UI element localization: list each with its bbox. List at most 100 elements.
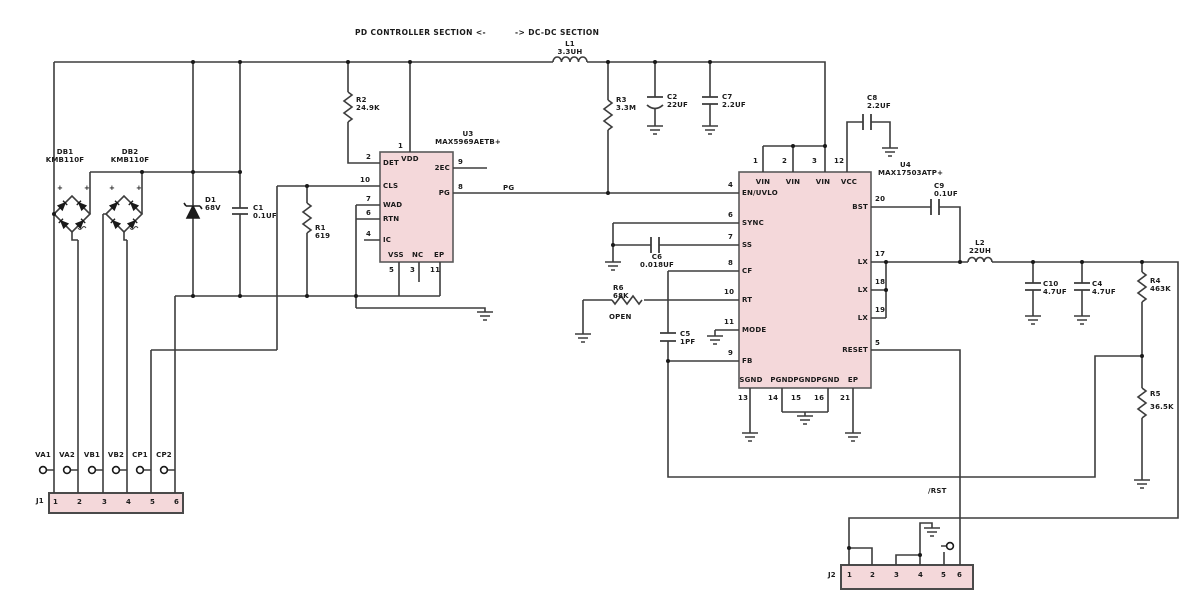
- u3-pin-num-cls: 10: [360, 176, 371, 184]
- bridge-DB2-symbol[interactable]: [104, 194, 144, 234]
- label-u4-part: MAX17503ATP+: [878, 169, 944, 177]
- j1-pin-3: 3: [102, 498, 108, 506]
- j2-pin-1: 1: [847, 571, 853, 579]
- label-c9-value: 0.1UF: [934, 190, 958, 198]
- u3-pin-num-ic: 4: [366, 230, 372, 238]
- inductor-L1-symbol[interactable]: [552, 56, 588, 63]
- capacitor-C10-symbol[interactable]: [1025, 282, 1041, 291]
- u4-pin-num-vin1: 1: [753, 157, 759, 165]
- resistor-R4-symbol[interactable]: [1136, 271, 1148, 303]
- wires: [47, 61, 1179, 565]
- label-c1-value: 0.1UF: [253, 212, 277, 220]
- inductor-L2-symbol[interactable]: [967, 256, 993, 263]
- label-r3-value: 3.3M: [616, 104, 637, 112]
- u3-ic-body[interactable]: [379, 151, 454, 263]
- u4-pin-label-pgnd2: PGND: [793, 376, 817, 384]
- label-c8-value: 2.2UF: [867, 102, 891, 110]
- label-r2-ref: R2: [356, 96, 367, 104]
- j2-connector-body[interactable]: [840, 564, 974, 590]
- u4-pin-num-fb: 9: [728, 349, 734, 357]
- u4-pin-label-vin2: VIN: [785, 178, 801, 186]
- u4-pin-num-pgnd3: 16: [814, 394, 825, 402]
- u3-pin-label-vss: VSS: [388, 251, 404, 259]
- u4-pin-num-rt: 10: [724, 288, 735, 296]
- u4-pin-num-sgnd: 13: [738, 394, 749, 402]
- label-r3-ref: R3: [616, 96, 627, 104]
- u4-pin-label-ss: SS: [742, 241, 753, 249]
- u3-pin-num-nc: 3: [410, 266, 416, 274]
- label-d1-ref: D1: [205, 196, 217, 204]
- resistor-R2-symbol[interactable]: [342, 91, 354, 123]
- testpoint-circles[interactable]: [38, 465, 955, 551]
- capacitor-C1-symbol[interactable]: [232, 207, 248, 215]
- j1-pin-6: 6: [174, 498, 180, 506]
- db1-plus-mark-right: +: [84, 184, 91, 192]
- label-c7-ref: C7: [722, 93, 733, 101]
- u4-pin-label-reset: RESET: [842, 346, 868, 354]
- u4-pin-label-lx3: LX: [857, 314, 868, 322]
- label-r5-value: 36.5K: [1150, 403, 1174, 411]
- u3-pin-num-vdd: 1: [398, 142, 404, 150]
- label-j1-ref: J1: [36, 497, 44, 505]
- capacitor-C4-symbol[interactable]: [1074, 282, 1090, 291]
- u4-pin-label-rt: RT: [742, 296, 753, 304]
- label-r4-ref: R4: [1150, 277, 1161, 285]
- u4-ic-body[interactable]: [738, 171, 872, 389]
- label-r2-value: 24.9K: [356, 104, 380, 112]
- capacitor-C8-symbol[interactable]: [862, 114, 872, 130]
- testpoint-label-cp1: CP1: [132, 451, 148, 459]
- u3-pin-num-ep: 11: [430, 266, 441, 274]
- u4-pin-num-vcc: 12: [834, 157, 845, 165]
- diode-D1-symbol[interactable]: [183, 202, 203, 219]
- u4-pin-label-pgnd1: PGND: [770, 376, 794, 384]
- resistor-R5-symbol[interactable]: [1136, 387, 1148, 419]
- capacitor-C7-symbol[interactable]: [702, 96, 718, 105]
- label-r4-value: 463K: [1150, 285, 1171, 293]
- u3-pin-label-vdd: VDD: [401, 155, 419, 163]
- db2-plus-mark-left: +: [109, 184, 116, 192]
- label-c5-ref: C5: [680, 330, 691, 338]
- j2-pin-2: 2: [870, 571, 876, 579]
- u3-pin-label-ep: EP: [434, 251, 445, 259]
- u4-pin-num-pgnd2: 15: [791, 394, 802, 402]
- label-c4-ref: C4: [1092, 280, 1103, 288]
- u4-pin-num-pgnd1: 14: [768, 394, 779, 402]
- bridge-DB1-symbol[interactable]: [52, 194, 92, 234]
- u4-pin-label-mode: MODE: [742, 326, 767, 334]
- capacitor-C9-symbol[interactable]: [930, 199, 940, 215]
- u4-pin-num-lx3: 19: [875, 306, 886, 314]
- u4-pin-num-sync: 6: [728, 211, 734, 219]
- label-r6-note: OPEN: [609, 313, 632, 321]
- u4-pin-label-ep: EP: [847, 376, 859, 384]
- resistor-R3-symbol[interactable]: [602, 99, 614, 131]
- j2-pin-3: 3: [894, 571, 900, 579]
- dcdc-section-title: -> DC-DC SECTION: [515, 28, 600, 37]
- u4-pin-label-pgnd3: PGND: [816, 376, 840, 384]
- u3-pin-label-t2p: 2EC: [434, 164, 450, 172]
- testpoint-label-vb2: VB2: [107, 451, 125, 459]
- label-r6-value: 68K: [613, 292, 629, 300]
- capacitor-C6-symbol[interactable]: [650, 237, 660, 253]
- u4-pin-label-cf: CF: [742, 267, 753, 275]
- u4-pin-num-reset: 5: [875, 339, 881, 347]
- label-j2-ref: J2: [828, 571, 836, 579]
- resistor-R6-symbol[interactable]: [611, 294, 643, 306]
- u4-pin-label-vin3: VIN: [815, 178, 831, 186]
- u4-pin-num-vin3: 3: [812, 157, 818, 165]
- j1-connector-body[interactable]: [48, 492, 184, 514]
- u3-pin-label-det: DET: [383, 159, 399, 167]
- capacitor-C5-symbol[interactable]: [660, 332, 676, 342]
- u3-pin-label-cls: CLS: [383, 182, 399, 190]
- net-label-pg: PG: [503, 184, 515, 192]
- u3-pin-num-pg: 8: [458, 183, 464, 191]
- capacitor-C2-symbol[interactable]: [646, 96, 664, 110]
- resistor-R1-symbol[interactable]: [301, 202, 313, 234]
- label-db2-ref: DB2: [121, 148, 139, 156]
- label-db2-value: KMB110F: [110, 156, 150, 164]
- testpoint-label-vb1: VB1: [83, 451, 101, 459]
- u4-pin-num-cf: 8: [728, 259, 734, 267]
- j1-pin-1: 1: [53, 498, 59, 506]
- label-l2-ref: L2: [975, 239, 985, 247]
- label-c2-value: 22UF: [667, 101, 689, 109]
